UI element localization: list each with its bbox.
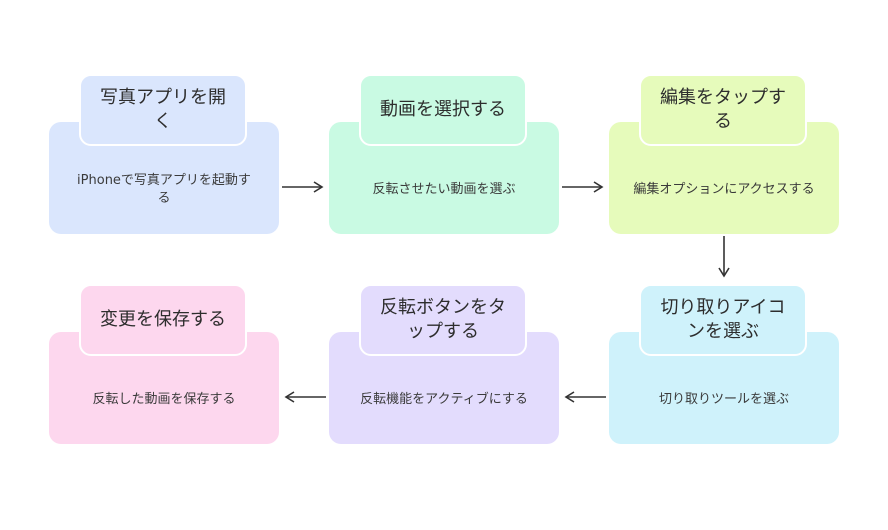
step-select-crop-icon: 切り取りアイコンを選ぶ 切り取りツールを選ぶ — [609, 284, 839, 454]
step-description: iPhoneで写真アプリを起動する — [77, 173, 251, 206]
step-select-video: 動画を選択する 反転させたい動画を選ぶ — [329, 74, 559, 244]
step-title: 変更を保存する — [79, 284, 247, 356]
step-description: 切り取りツールを選ぶ — [658, 392, 789, 407]
step-description: 反転機能をアクティブにする — [360, 392, 528, 407]
step-description: 反転させたい動画を選ぶ — [372, 182, 516, 197]
step-description: 反転した動画を保存する — [92, 392, 236, 407]
step-tap-flip-button: 反転ボタンをタップする 反転機能をアクティブにする — [329, 284, 559, 454]
step-title: 動画を選択する — [359, 74, 527, 146]
step-open-photos-app: 写真アプリを開く iPhoneで写真アプリを起動する — [49, 74, 279, 244]
step-save-changes: 変更を保存する 反転した動画を保存する — [49, 284, 279, 454]
step-title: 反転ボタンをタップする — [359, 284, 527, 356]
step-title: 切り取りアイコンを選ぶ — [639, 284, 807, 356]
step-description: 編集オプションにアクセスする — [633, 182, 815, 197]
step-title: 写真アプリを開く — [79, 74, 247, 146]
step-tap-edit: 編集をタップする 編集オプションにアクセスする — [609, 74, 839, 244]
step-title: 編集をタップする — [639, 74, 807, 146]
